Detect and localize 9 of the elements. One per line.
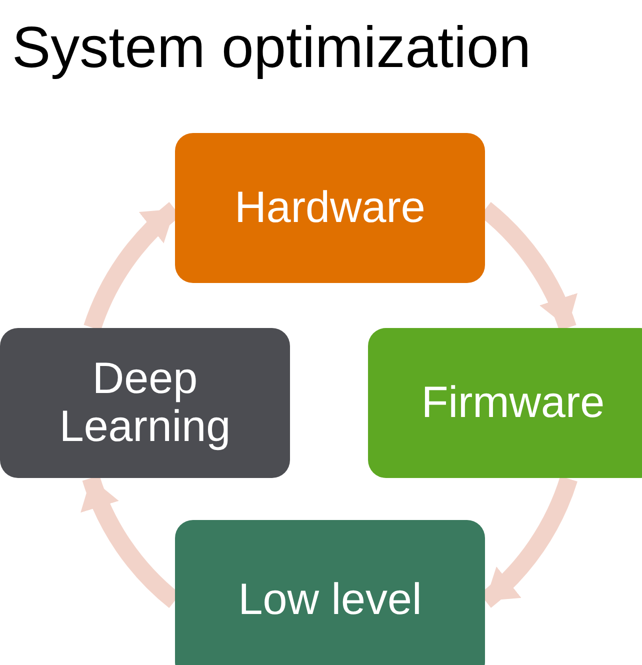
process-box [175,133,485,283]
box-label: Firmware [420,378,606,428]
process-box [368,328,642,478]
process-box [175,520,485,665]
box-label: Low level [237,576,423,624]
diagram-title: System optimization [12,14,531,81]
process-box [0,328,290,478]
box-label: Deep Learning [58,354,232,452]
box-label: Hardware [234,184,426,232]
